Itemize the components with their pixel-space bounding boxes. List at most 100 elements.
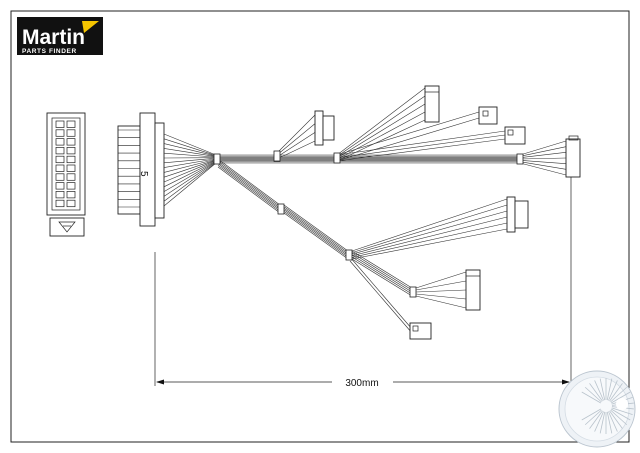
connector-pin (66, 147, 76, 155)
wire (283, 209, 349, 257)
connector-pin (66, 129, 76, 137)
dimension-300mm: 300mm (154, 177, 572, 389)
badge-ray (606, 411, 613, 434)
dimension-label: 300mm (345, 378, 378, 389)
cable-tie (277, 203, 285, 215)
wire (336, 95, 426, 157)
wire (351, 256, 413, 295)
badge-ray (581, 408, 602, 421)
badge-ray (594, 380, 604, 401)
wire (519, 146, 567, 157)
wire (163, 160, 217, 183)
wire (349, 256, 413, 330)
connector-pin (55, 155, 65, 164)
wire (163, 158, 217, 173)
martin-parts-finder-logo[interactable]: Martin PARTS FINDER (17, 17, 103, 55)
connector-pin (55, 147, 65, 155)
connector-pin (55, 199, 65, 208)
wire (276, 123, 316, 156)
wire (336, 117, 480, 162)
badge-ray (609, 383, 623, 402)
wire (217, 158, 281, 206)
connector-pin (55, 120, 65, 128)
branch-connector-2 (424, 85, 440, 123)
cable-tie (273, 150, 281, 162)
badge-ray (608, 380, 618, 401)
wire (217, 160, 281, 207)
connector-pin (66, 138, 76, 146)
connector-pin (55, 173, 65, 181)
wire (519, 160, 567, 164)
badge-ray (589, 383, 603, 402)
branch-connector-8 (409, 322, 432, 340)
branch-connector-4 (504, 126, 526, 145)
wire (415, 289, 467, 293)
branch-connector-6 (506, 196, 529, 233)
cable-tie (213, 153, 221, 165)
wire (163, 159, 217, 178)
wire (351, 222, 508, 258)
badge-ray (611, 407, 633, 416)
connector-end-view (46, 112, 86, 237)
wire (336, 111, 480, 156)
cable-ties (213, 150, 524, 298)
main-connector-side-view: 5 (117, 112, 165, 227)
connector-pin (66, 120, 76, 128)
connector-pin (55, 182, 65, 190)
connector-pin (66, 173, 76, 181)
wire (163, 143, 217, 157)
wire (351, 258, 413, 297)
badge-ray (610, 391, 631, 404)
cable-tie (516, 153, 524, 165)
badge-ray (599, 411, 606, 434)
wire (163, 157, 217, 164)
connector-pin (66, 199, 76, 208)
badge-ray (584, 386, 602, 403)
logo-tagline: PARTS FINDER (22, 48, 77, 55)
badge-ray (609, 410, 623, 429)
wire (283, 204, 349, 252)
wire (336, 111, 426, 160)
connector-marking: 5 (138, 171, 149, 177)
connector-pin (55, 191, 65, 199)
wire (163, 162, 217, 202)
wire (336, 134, 506, 159)
wire (519, 140, 567, 156)
wire (336, 119, 426, 162)
wire (351, 252, 413, 291)
wire (276, 114, 316, 154)
wire (351, 250, 413, 289)
wire-bundle (163, 87, 567, 334)
wire (351, 228, 508, 260)
wire (336, 138, 506, 162)
cable-tie (409, 286, 417, 298)
wire (519, 152, 567, 158)
connector-pin-grid (55, 120, 76, 208)
wire (283, 212, 349, 260)
connector-pin (55, 129, 65, 137)
connector-pin (66, 182, 76, 190)
connector-pin (55, 138, 65, 146)
wire (351, 198, 508, 252)
wire (163, 161, 217, 197)
badge-ray (610, 408, 631, 421)
badge-ray (610, 386, 628, 403)
badge-ray (599, 378, 606, 401)
wire (163, 133, 217, 156)
badge-ray (594, 411, 604, 432)
wire (336, 130, 506, 156)
corner-badge (558, 370, 636, 448)
logo-brand: Martin (22, 26, 85, 49)
connector-pin (55, 164, 65, 172)
wire (415, 293, 467, 300)
wire (283, 211, 349, 258)
connector-pin (66, 191, 76, 199)
wire (276, 132, 316, 158)
wire (217, 166, 281, 214)
badge-ray (608, 411, 618, 432)
wire (163, 162, 217, 207)
cable-tie (345, 249, 353, 261)
wire (163, 138, 217, 156)
connector-pin (66, 155, 76, 164)
